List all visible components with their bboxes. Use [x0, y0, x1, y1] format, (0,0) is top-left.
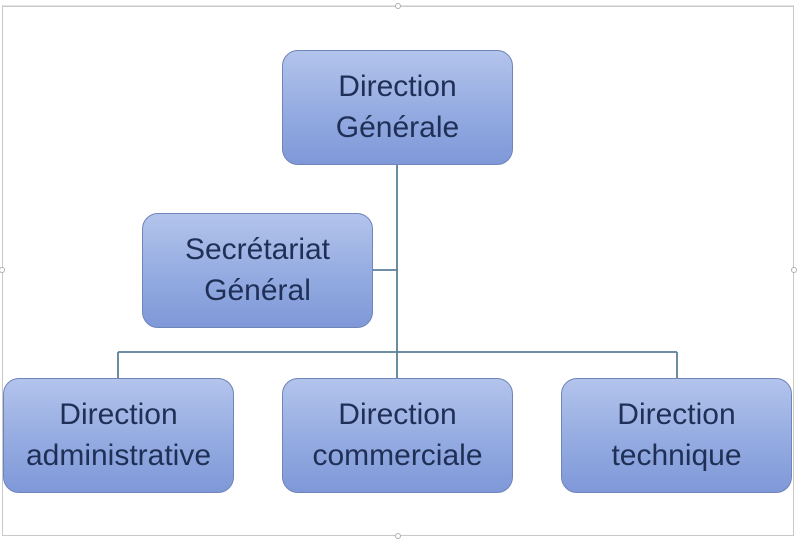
node-direction-technique[interactable]: Direction technique: [561, 378, 792, 493]
resize-handle-right[interactable]: [791, 267, 797, 273]
node-direction-administrative[interactable]: Direction administrative: [3, 378, 234, 493]
node-direction-generale[interactable]: Direction Générale: [282, 50, 513, 165]
node-label: Direction commerciale: [312, 398, 483, 472]
node-label: Secrétariat Général: [184, 233, 331, 307]
resize-handle-left[interactable]: [0, 267, 5, 273]
resize-handle-bottom[interactable]: [395, 533, 401, 539]
node-secretariat-general[interactable]: Secrétariat Général: [142, 213, 373, 328]
node-label: Direction Générale: [335, 70, 460, 144]
node-direction-commerciale[interactable]: Direction commerciale: [282, 378, 513, 493]
resize-handle-top[interactable]: [395, 3, 401, 9]
node-label: Direction technique: [611, 398, 742, 472]
node-label: Direction administrative: [25, 398, 212, 472]
